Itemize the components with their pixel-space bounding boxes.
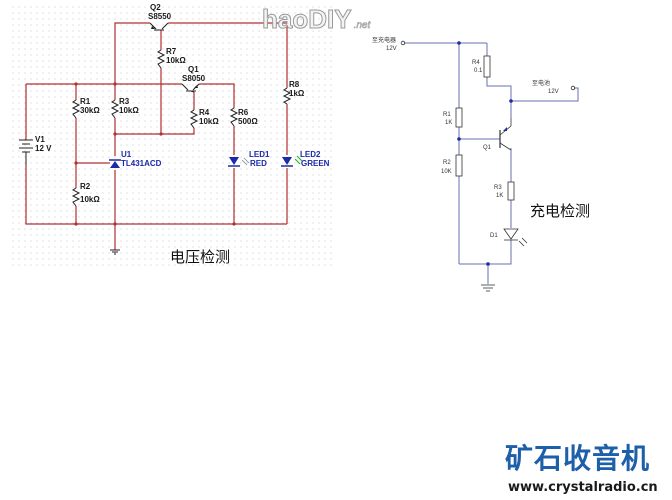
q1-part: S8050	[182, 74, 206, 83]
charge-detection-circuit: 至充电器 12V 至电池 12V R4 0.1 R1 1K Q1 R2 10K	[372, 36, 590, 292]
r2-ref: R2	[80, 182, 91, 191]
voltage-detection-title: 电压检测	[170, 248, 230, 266]
r1-value: 30kΩ	[80, 106, 100, 115]
q2-ref: Q2	[150, 3, 161, 12]
charger-voltage: 12V	[386, 46, 397, 52]
led1-ref: LED1	[249, 150, 270, 159]
crystalradio-logo: 矿石收音机 www.crystalradio.cn	[505, 442, 658, 495]
resistor-r2: R2 10kΩ	[71, 182, 100, 207]
resistor-r1-right: R1 1K	[443, 107, 463, 128]
led2-ref: LED2	[300, 150, 321, 159]
r7-value: 10kΩ	[166, 56, 186, 65]
resistor-r4: R4 10kΩ	[189, 108, 219, 129]
v1-ref: V1	[35, 135, 45, 144]
watermark-brand: haoDIY	[262, 4, 352, 34]
wires-blue	[400, 40, 579, 284]
r4-right-value: 0.1	[474, 68, 483, 74]
grid-background	[8, 4, 336, 266]
resistor-r2-right: R2 10K	[441, 154, 463, 177]
charge-detection-title: 充电检测	[530, 202, 590, 220]
r3-right-value: 1K	[496, 193, 503, 199]
r3-value: 10kΩ	[119, 106, 139, 115]
resistor-r8: R8 1kΩ	[282, 80, 305, 105]
transistor-q1-right: Q1	[483, 118, 512, 151]
r8-ref: R8	[289, 80, 300, 89]
u1-part: TL431ACD	[121, 159, 162, 168]
shunt-regulator-u1: U1 TL431ACD	[109, 150, 162, 168]
watermark-suffix: .net	[354, 20, 372, 31]
r6-value: 500Ω	[238, 117, 258, 126]
haodiy-watermark: haoDIY .net	[262, 4, 372, 35]
charger-label: 至充电器	[372, 36, 396, 44]
transistor-q2: Q2 S8550	[148, 3, 172, 31]
r4-right-ref: R4	[472, 60, 480, 66]
voltage-detection-circuit: Q2 S8550 R7 10kΩ Q1 S8050 R8 1kΩ R1 30kΩ…	[8, 3, 336, 266]
q1-ref: Q1	[188, 65, 199, 74]
r8-value: 1kΩ	[289, 89, 305, 98]
wires	[25, 22, 288, 250]
r2-right-ref: R2	[443, 160, 451, 166]
led1-color: RED	[250, 159, 267, 168]
resistor-r4-right: R4 0.1	[472, 55, 491, 78]
battery-v1: V1 12 V	[19, 135, 52, 165]
r1-right-ref: R1	[443, 112, 451, 118]
led2-color: GREEN	[301, 159, 330, 168]
r4-value: 10kΩ	[199, 117, 219, 126]
logo-url: www.crystalradio.cn	[508, 480, 658, 495]
q1-right-ref: Q1	[483, 145, 492, 151]
battery-label: 至电池	[532, 79, 550, 87]
r3-right-ref: R3	[494, 185, 502, 191]
logo-name: 矿石收音机	[505, 442, 650, 475]
d1-ref: D1	[490, 233, 498, 239]
resistor-r3: R3 10kΩ	[110, 97, 139, 119]
r7-ref: R7	[166, 47, 177, 56]
r3-ref: R3	[119, 97, 130, 106]
resistor-r3-right: R3 1K	[494, 181, 515, 201]
led-d1: D1	[490, 228, 528, 247]
r1-ref: R1	[80, 97, 91, 106]
v1-value: 12 V	[35, 144, 52, 153]
ground-symbol-right	[481, 284, 495, 292]
resistor-r7: R7 10kΩ	[156, 47, 186, 69]
resistor-r6: R6 500Ω	[229, 107, 258, 127]
transistor-q1: Q1 S8050	[181, 65, 206, 93]
r2-right-value: 10K	[441, 169, 452, 175]
r6-ref: R6	[238, 108, 249, 117]
r1-right-value: 1K	[445, 120, 452, 126]
r4-ref: R4	[199, 108, 210, 117]
battery-voltage: 12V	[548, 89, 559, 95]
u1-ref: U1	[121, 150, 132, 159]
q2-part: S8550	[148, 12, 172, 21]
resistor-r1: R1 30kΩ	[71, 97, 100, 119]
led2-green: LED2 GREEN	[281, 150, 330, 168]
r2-value: 10kΩ	[80, 195, 100, 204]
led1-red: LED1 RED	[228, 150, 270, 168]
ground-symbol	[110, 249, 120, 255]
